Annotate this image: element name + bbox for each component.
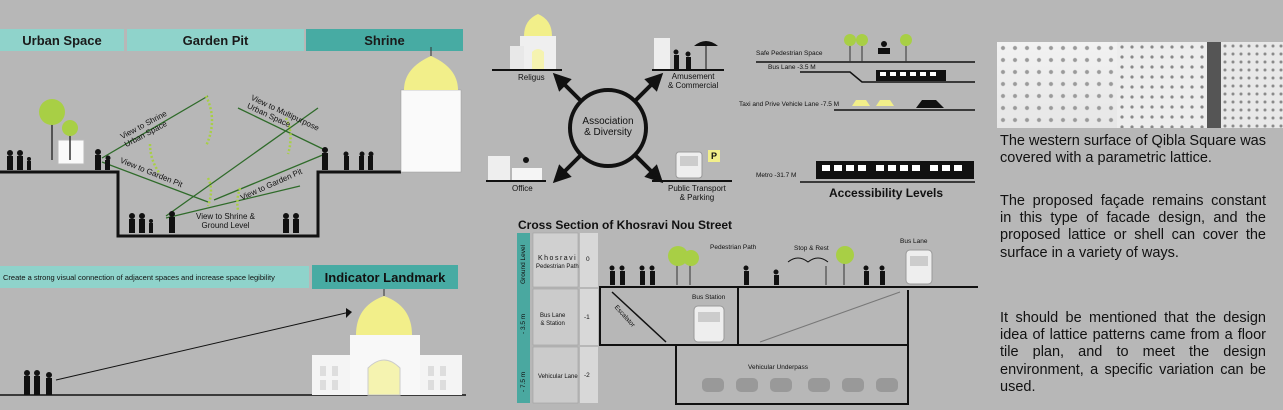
label-ped-path-small: Pedestrian Path [536,264,579,270]
association-circle [568,88,648,168]
label-view-shrine-ground: View to Shrine & Ground Level [196,212,255,230]
people-group-pit [129,211,299,233]
label-vehicular-lane: Vehicular Lane [538,374,578,380]
tab-shrine: Shrine [306,29,463,51]
label-stop-rest: Stop & Rest [794,245,829,252]
description-p3: It should be mentioned that the design i… [1000,310,1266,395]
people-landmark [24,370,52,395]
level-35m: - 3.5 m [520,313,527,334]
tree-icon [39,99,65,125]
label-level-1: -1 [584,314,590,321]
label-level-0: 0 [586,256,590,263]
shrine-building [400,89,462,173]
tab-urban-space: Urban Space [0,29,124,51]
cross-section-title: Cross Section of Khosravi Nou Street [518,218,733,232]
tab-garden-pit: Garden Pit [127,29,304,51]
tab-indicator-landmark: Indicator Landmark [312,265,458,289]
label-amusement: Amusement & Commercial [668,72,719,90]
description-p1: The western surface of Qibla Square was … [1000,133,1266,167]
label-bus-lane: Bus Lane -3.5 M [768,64,816,71]
label-level-2: -2 [584,372,590,379]
level-ground: Ground Level [520,244,527,284]
label-bus-lane-xs: Bus Lane [900,238,928,245]
label-khosravi: Khosravi [538,255,578,262]
lattice-facade-image [997,42,1283,128]
people-crosssection [609,265,885,285]
label-bus-station: Bus Station [692,294,726,301]
description-p2: The proposed façade remains constant in … [1000,193,1266,261]
association-center: Association & Diversity [582,116,634,138]
label-metro: Metro -31.7 M [756,172,797,179]
parking-sign: P [711,151,718,161]
label-pedestrian-path: Pedestrian Path [710,244,757,251]
label-bus-lane-station: Bus Lane & Station [540,313,566,327]
label-transport: Public Transport & Parking [668,184,726,202]
shrine-dome [404,56,458,90]
label-taxi-lane: Taxi and Prive Vehicle Lane -7.5 M [739,101,840,108]
label-underpass: Vehicular Underpass [748,364,808,371]
landmark-dome [356,296,412,335]
label-office: Office [512,184,533,193]
connection-caption: Create a strong visual connection of adj… [0,266,309,288]
label-religus: Religus [518,73,545,82]
label-safe-pedestrian: Safe Pedestrian Space [756,50,823,57]
people-group-left [7,149,111,170]
people-group-right [322,147,374,170]
accessibility-title: Accessibility Levels [829,186,944,200]
level-75m: - 7.5 m [520,371,527,392]
